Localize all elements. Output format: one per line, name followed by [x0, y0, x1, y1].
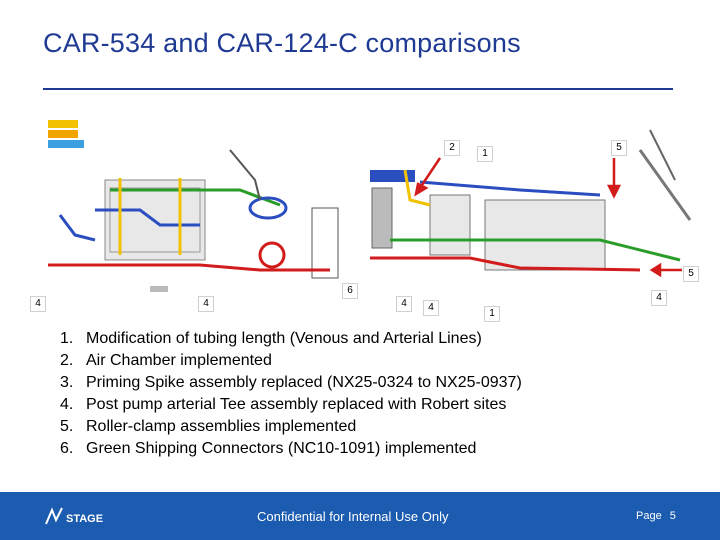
changes-list: 1.Modification of tubing length (Venous …: [60, 328, 522, 460]
list-item: 2.Air Chamber implemented: [60, 352, 272, 369]
list-item: 3.Priming Spike assembly replaced (NX25-…: [60, 374, 522, 391]
list-item: 4.Post pump arterial Tee assembly replac…: [60, 396, 507, 413]
car-124-c-diagram: [370, 129, 692, 272]
callout-4-b: 4: [198, 296, 214, 312]
footer-bar: STAGE Confidential for Internal Use Only…: [0, 492, 720, 540]
callout-4-e: 4: [651, 290, 667, 306]
page-indicator: Page 5: [636, 510, 676, 522]
tubing-diagram: [48, 120, 692, 292]
car-534-diagram: [48, 120, 339, 292]
page-title: CAR-534 and CAR-124-C comparisons: [43, 28, 521, 58]
page-label: Page: [636, 510, 662, 522]
callout-1-bottom: 1: [484, 306, 500, 322]
callout-6: 6: [342, 283, 358, 299]
callout-1: 1: [477, 146, 493, 162]
callout-4-c: 4: [396, 296, 412, 312]
list-item: 6.Green Shipping Connectors (NC10-1091) …: [60, 440, 477, 457]
title-divider: [43, 88, 673, 90]
confidential-notice: Confidential for Internal Use Only: [257, 509, 449, 524]
page-number: 5: [669, 510, 676, 522]
callout-5-right: 5: [683, 266, 699, 282]
list-item: 1.Modification of tubing length (Venous …: [60, 330, 482, 347]
nxstage-logo: STAGE: [45, 507, 103, 525]
list-item: 5.Roller-clamp assemblies implemented: [60, 418, 357, 435]
callout-2: 2: [444, 140, 460, 156]
callout-4-d: 4: [423, 300, 439, 316]
callout-5: 5: [611, 140, 627, 156]
svg-text:STAGE: STAGE: [66, 513, 103, 525]
callout-4-a: 4: [30, 296, 46, 312]
callout-arrows: [414, 157, 682, 278]
